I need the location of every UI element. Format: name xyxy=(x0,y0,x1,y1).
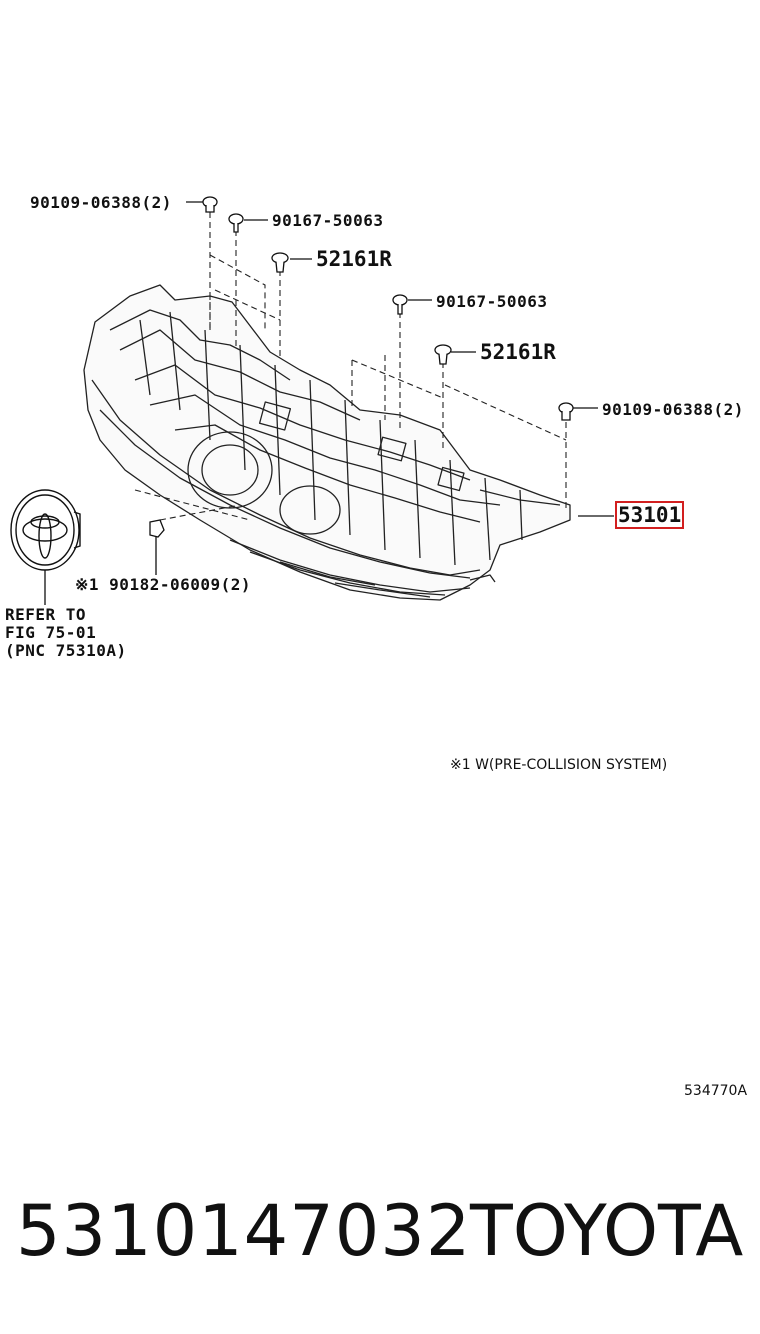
callout-main-part-53101[interactable]: 53101 xyxy=(614,501,685,529)
reference-line-2: FIG 75-01 xyxy=(5,623,97,642)
bolt-icon xyxy=(202,196,218,213)
callout-nut-90182: ※1 90182-06009(2) xyxy=(75,575,252,594)
clip-icon xyxy=(434,344,452,365)
figure-id: 534770A xyxy=(684,1083,748,1099)
callout-screw-90167-left: 90167-50063 xyxy=(272,211,384,230)
part-number: 5310147032 xyxy=(16,1190,472,1272)
screw-icon xyxy=(392,294,408,315)
callout-bolt-90109-right: 90109-06388(2) xyxy=(602,400,744,419)
bolt-icon xyxy=(558,402,574,421)
fastener-leaders xyxy=(134,212,567,521)
reference-line-3: (PNC 75310A) xyxy=(5,641,127,660)
callout-screw-90167-right: 90167-50063 xyxy=(436,292,548,311)
screw-icon xyxy=(228,213,244,233)
radiator-grille-drawing xyxy=(83,284,571,601)
brand-name: TOYOTA xyxy=(470,1190,744,1272)
callout-clip-52161r-left: 52161R xyxy=(316,247,392,271)
footnote: ※1 W(PRE-COLLISION SYSTEM) xyxy=(450,757,668,773)
nut-icon xyxy=(149,519,165,538)
reference-line-1: REFER TO xyxy=(5,605,87,624)
callout-clip-52161r-right: 52161R xyxy=(480,340,556,364)
toyota-emblem-icon xyxy=(10,489,81,571)
label-leaders xyxy=(44,201,614,605)
clip-icon xyxy=(271,252,289,273)
callout-bolt-90109-top-left: 90109-06388(2) xyxy=(30,193,172,212)
